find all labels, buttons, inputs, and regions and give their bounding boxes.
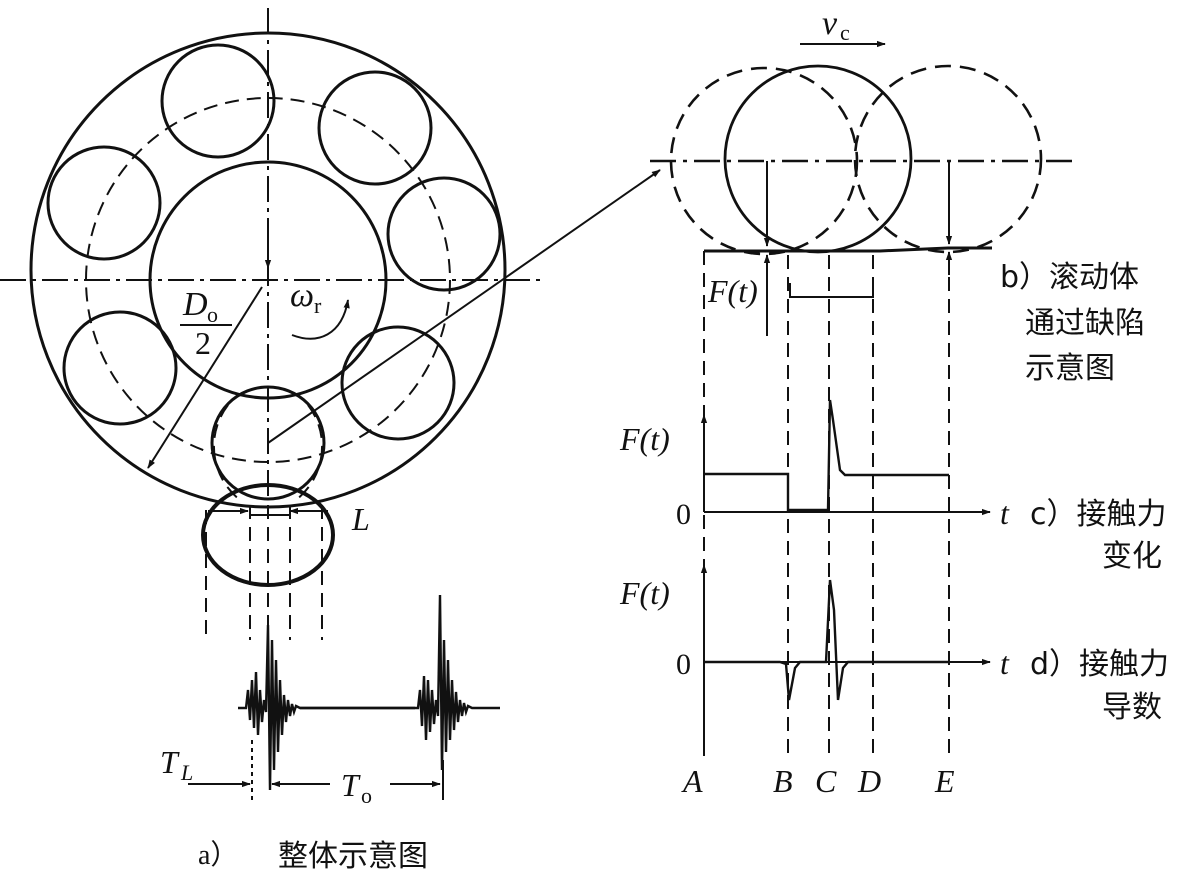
panel-c-contact-force: F(t) 0 t c）接触力 变化: [619, 399, 1167, 574]
diameter-subscript: o: [207, 302, 218, 327]
c-zero: 0: [676, 498, 691, 531]
pitch-circle: [85, 97, 451, 463]
TL-subscript: L: [180, 760, 193, 785]
caption-b-line1: b）滚动体: [1000, 260, 1139, 295]
caption-a-text: 整体示意图: [278, 839, 428, 874]
rolling-element-at-defect: [210, 385, 326, 501]
d-y-label: F(t): [619, 575, 670, 611]
omega-subscript: r: [314, 293, 322, 318]
rolling-element: [386, 176, 502, 292]
diameter-label: D: [182, 286, 208, 323]
defect-width-bracket: [789, 283, 874, 298]
rolling-element: [317, 70, 433, 186]
panel-d-derivative: F(t) 0 t d）接触力 导数: [619, 564, 1169, 756]
race-surface-with-defect: [704, 246, 992, 253]
rotation-arrow: [291, 299, 350, 340]
point-label-E: E: [934, 763, 955, 799]
velocity-label: v: [822, 5, 838, 42]
contact-arc-right: [295, 404, 324, 501]
d-t-label: t: [1000, 645, 1010, 681]
guide-lines: [703, 251, 950, 756]
point-label-A: A: [681, 763, 703, 799]
caption-c-line2: 变化: [1102, 539, 1162, 574]
velocity-subscript: c: [840, 20, 850, 45]
rolling-element: [340, 325, 456, 441]
radius-arrow: [147, 286, 263, 469]
rolling-element: [62, 310, 178, 426]
caption-c-line1: c）接触力: [1030, 497, 1167, 532]
caption-d-line2: 导数: [1102, 690, 1162, 725]
panel-a-bearing: [0, 8, 661, 640]
leader-to-panel-b: [267, 169, 661, 444]
rolling-element-entering: [669, 66, 859, 256]
panel-b-labels: v c F(t) b）滚动体 通过缺陷 示意图: [707, 5, 1145, 386]
omega-label: ω: [290, 277, 314, 314]
To-subscript: o: [361, 783, 372, 808]
d-zero: 0: [676, 648, 691, 681]
c-t-label: t: [1000, 495, 1010, 531]
contact-arc-left: [212, 404, 241, 501]
signal-trace: [238, 594, 500, 791]
panel-a-labels: D o 2 ω r L T L T o a） 整体示意图: [160, 277, 428, 874]
point-labels: A B C D E: [681, 763, 955, 799]
caption-a-prefix: a）: [198, 839, 238, 871]
L-label: L: [351, 501, 370, 537]
caption-b-line3: 示意图: [1025, 351, 1115, 386]
d-derivative-curve: [704, 579, 949, 701]
point-label-B: B: [773, 763, 793, 799]
rolling-element: [46, 145, 162, 261]
TL-label: T: [160, 744, 180, 780]
point-label-D: D: [857, 763, 881, 799]
caption-b-line2: 通过缺陷: [1025, 306, 1145, 341]
point-label-C: C: [815, 763, 837, 799]
To-label: T: [341, 767, 361, 803]
force-label-b: F(t): [707, 273, 758, 309]
vibration-signal: [188, 594, 500, 800]
c-y-label: F(t): [619, 421, 670, 457]
panel-b-rolling: [650, 40, 1075, 336]
rolling-element: [160, 43, 276, 159]
inner-race: [148, 160, 388, 400]
diameter-denominator: 2: [195, 325, 211, 361]
caption-d-line1: d）接触力: [1030, 647, 1169, 682]
c-force-curve: [704, 399, 949, 512]
rolling-element-leaving: [853, 64, 1043, 254]
